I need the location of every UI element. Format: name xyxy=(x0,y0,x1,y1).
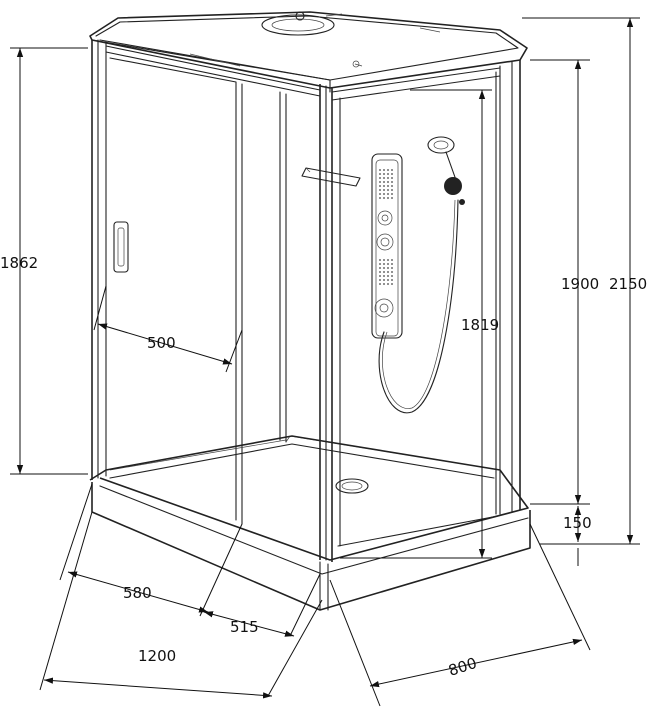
dimension-lines xyxy=(10,17,640,707)
dim-side-panel: 580 xyxy=(123,584,152,602)
dim-total-height: 2150 xyxy=(609,275,647,293)
dim-tray-height: 150 xyxy=(563,514,592,532)
dim-depth: 800 xyxy=(446,654,479,680)
dim-panel-height: 1819 xyxy=(461,316,499,334)
dim-width: 1200 xyxy=(138,647,176,665)
dim-door-opening: 500 xyxy=(147,334,176,352)
dim-cabin-inner-height: 1900 xyxy=(561,275,599,293)
cabin-outline xyxy=(89,11,531,611)
dim-door-panel: 515 xyxy=(230,618,259,636)
shower-head-icon xyxy=(427,136,465,205)
dim-door-height: 1862 xyxy=(0,254,38,272)
shower-hose xyxy=(378,199,459,414)
